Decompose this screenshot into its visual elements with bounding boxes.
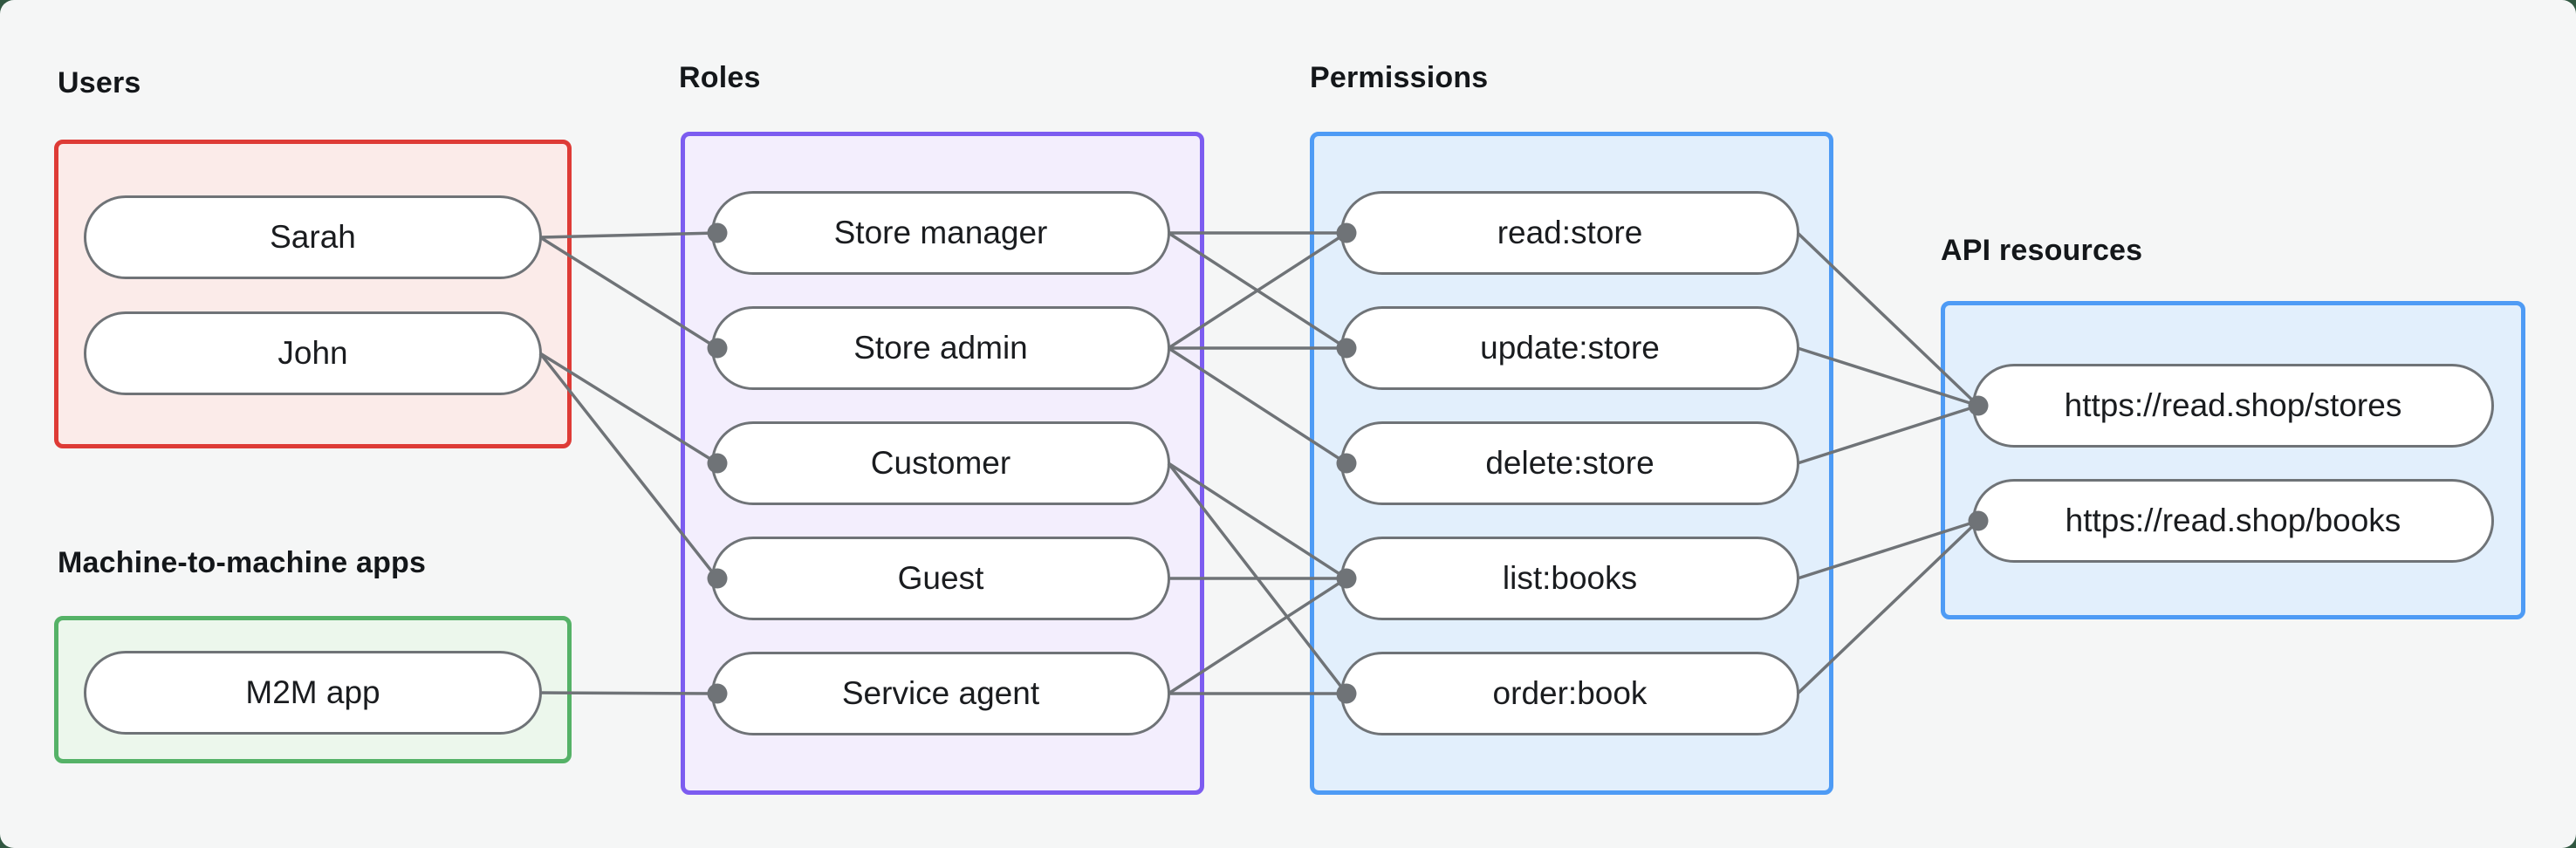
node-pill-stores: https://read.shop/stores (1972, 364, 2494, 448)
group-label-permissions: Permissions (1310, 61, 1489, 94)
node-pill-delete-store: delete:store (1340, 421, 1799, 505)
group-label-users: Users (58, 66, 141, 99)
node-pill-customer: Customer (711, 421, 1170, 505)
group-label-roles: Roles (679, 61, 761, 94)
node-pill-list-books: list:books (1340, 537, 1799, 620)
node-pill-store-admin: Store admin (711, 306, 1170, 390)
node-pill-order-book: order:book (1340, 652, 1799, 735)
group-box-users (54, 140, 572, 448)
group-label-api-resources: API resources (1941, 234, 2143, 267)
node-pill-service-agent: Service agent (711, 652, 1170, 735)
node-pill-john: John (84, 311, 542, 395)
node-pill-m2m-app: M2M app (84, 651, 542, 735)
node-pill-read-store: read:store (1340, 191, 1799, 275)
node-pill-books: https://read.shop/books (1972, 479, 2494, 563)
node-pill-store-manager: Store manager (711, 191, 1170, 275)
node-pill-update-store: update:store (1340, 306, 1799, 390)
node-pill-sarah: Sarah (84, 195, 542, 279)
group-label-m2m-apps: Machine-to-machine apps (58, 546, 427, 579)
node-pill-guest: Guest (711, 537, 1170, 620)
group-box-api-resources (1941, 301, 2525, 619)
